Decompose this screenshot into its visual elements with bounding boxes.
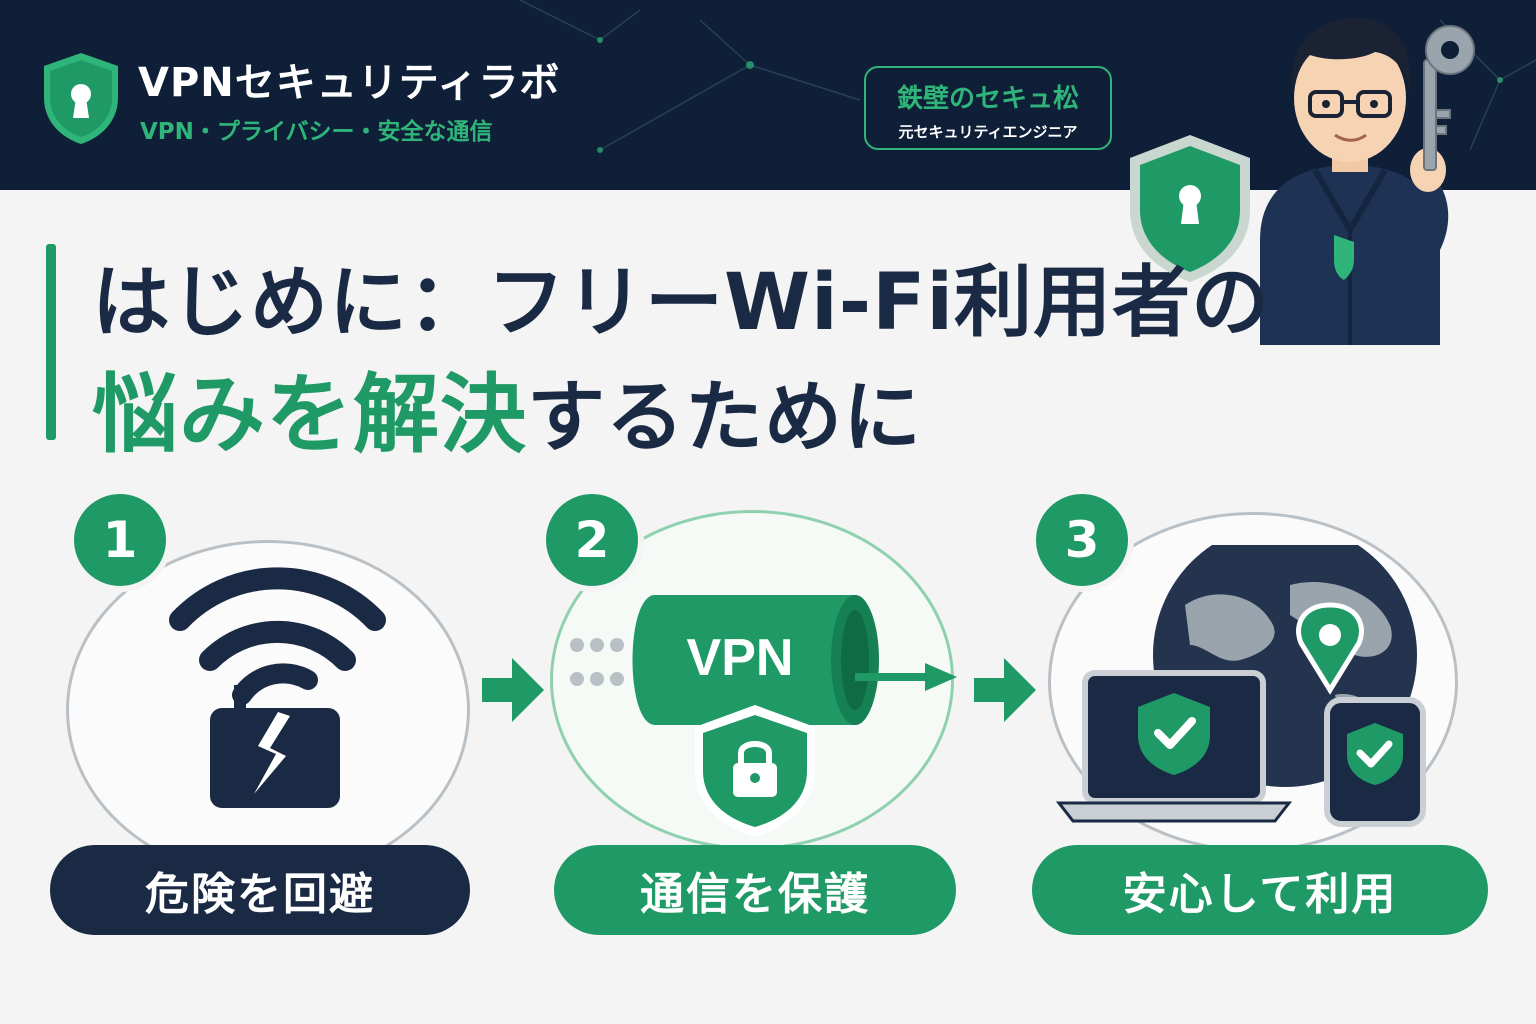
- step-2-number: 2: [540, 488, 644, 592]
- globe-devices-shield-icon: [1055, 545, 1426, 827]
- brand-title: VPNセキュリティラボ: [138, 60, 561, 106]
- vpn-tunnel-shield-icon: VPN: [570, 595, 957, 837]
- author-badge: 鉄壁のセキュ松 元セキュリティエンジニア: [864, 66, 1112, 150]
- arrow-right-icon: [482, 658, 544, 722]
- author-name: 鉄壁のセキュ松: [896, 84, 1079, 114]
- heading-highlight: 悩みを解決: [92, 365, 527, 465]
- heading-line-2-rest: するために: [527, 373, 923, 463]
- heading-line-2: 悩みを解決するために: [92, 344, 922, 469]
- brand-shield-keyhole-icon: [44, 53, 118, 144]
- site-header: VPNセキュリティラボ VPN・プライバシー・安全な通信 鉄壁のセキュ松 元セキ…: [0, 0, 1536, 190]
- heading-accent-bar: [46, 244, 56, 440]
- brand-subtitle: VPN・プライバシー・安全な通信: [140, 119, 493, 145]
- step-1-label: 危険を回避: [50, 845, 470, 935]
- author-role: 元セキュリティエンジニア: [898, 123, 1078, 141]
- step-2-label: 通信を保護: [554, 845, 956, 935]
- broken-lock-wifi-icon: [169, 567, 386, 808]
- vpn-tunnel-text: VPN: [687, 629, 794, 687]
- step-1-number: 1: [68, 488, 172, 592]
- arrow-right-icon: [974, 658, 1036, 722]
- mascot-character-illustration: [1130, 18, 1475, 345]
- step-3-number: 3: [1030, 488, 1134, 592]
- step-3-label: 安心して利用: [1032, 845, 1488, 935]
- heading-line-1: はじめに：フリーWi-Fi利用者の: [92, 258, 1271, 348]
